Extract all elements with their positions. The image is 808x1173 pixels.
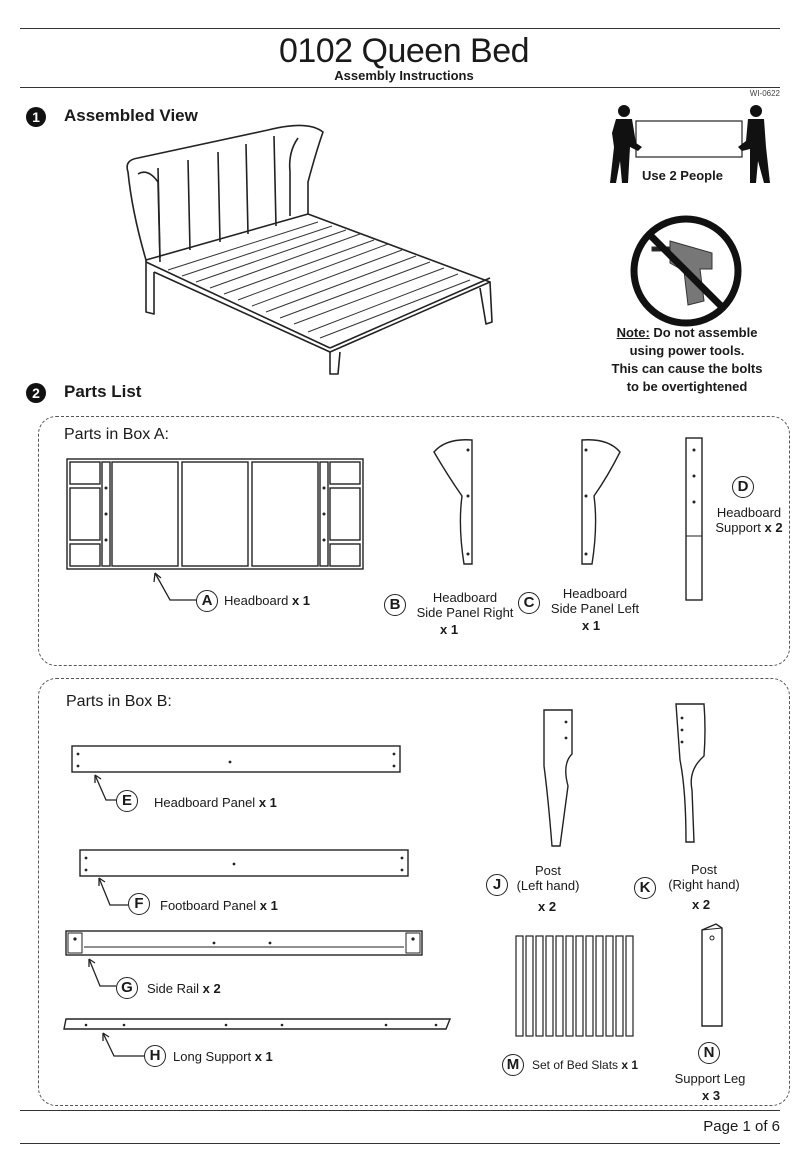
footer-rule-top: [20, 1110, 780, 1111]
part-d-label: Headboard Support x 2: [715, 505, 783, 535]
note-line-2: using power tools.: [629, 343, 745, 358]
part-h-label: Long Support x 1: [173, 1049, 273, 1064]
part-n-qty: x 3: [702, 1088, 721, 1103]
part-j-qty: x 2: [538, 899, 557, 914]
part-a-label: Headboard x 1: [224, 593, 311, 608]
box-a-frame: [38, 416, 790, 666]
side-rail-leader: [88, 958, 116, 987]
bed-slats-drawing: [515, 935, 634, 1037]
part-c-qty: x 1: [582, 618, 601, 633]
step-1-badge: 1: [26, 107, 46, 127]
headboard-part-drawing: [66, 458, 364, 570]
post-right-hand-drawing: [675, 703, 706, 843]
part-letter-n: N: [698, 1042, 720, 1064]
box-b-label: Parts in Box B:: [66, 693, 172, 710]
header-rule: [20, 87, 780, 88]
part-n-label: Support Leg: [674, 1071, 746, 1086]
part-letter-k: K: [634, 877, 656, 899]
part-letter-h: H: [144, 1045, 166, 1067]
support-leg-drawing: [701, 923, 723, 1027]
long-support-leader: [102, 1032, 144, 1057]
document-title: 0102 Queen Bed: [278, 32, 530, 70]
part-letter-a: A: [196, 590, 218, 612]
part-letter-j: J: [486, 874, 508, 896]
top-rule: [20, 28, 780, 29]
part-k-qty: x 2: [692, 897, 711, 912]
page-number: Page 1 of 6: [703, 1118, 780, 1135]
part-m-label: Set of Bed Slats x 1: [532, 1058, 639, 1072]
post-left-hand-drawing: [543, 709, 573, 847]
side-panel-right-drawing: [433, 439, 473, 565]
note-line-1: Do not assemble: [653, 325, 758, 340]
section-assembled-view-title: Assembled View: [64, 106, 198, 125]
side-panel-left-drawing: [581, 439, 621, 565]
part-e-label: Headboard Panel x 1: [154, 795, 277, 810]
part-k-label: Post (Right hand): [668, 862, 740, 892]
footer-rule-bottom: [20, 1143, 780, 1144]
part-j-label: Post (Left hand): [516, 863, 580, 893]
part-b-label: Headboard Side Panel Right: [416, 590, 514, 620]
part-letter-d: D: [732, 476, 754, 498]
part-letter-f: F: [128, 893, 150, 915]
footboard-panel-drawing: [79, 849, 409, 877]
no-power-tools-icon: [630, 215, 742, 327]
part-letter-e: E: [116, 790, 138, 812]
box-a-label: Parts in Box A:: [64, 426, 169, 443]
assembled-bed-illustration: [126, 124, 493, 375]
step-2-badge: 2: [26, 383, 46, 403]
headboard-support-drawing: [685, 437, 703, 601]
long-support-drawing: [63, 1018, 452, 1030]
headboard-panel-drawing: [71, 745, 401, 773]
box-b-frame: [38, 678, 790, 1106]
section-parts-list-title: Parts List: [64, 382, 142, 401]
people-label: Use 2 People: [642, 168, 723, 183]
two-people-icon: [610, 105, 770, 183]
part-g-label: Side Rail x 2: [147, 981, 221, 996]
part-letter-c: C: [518, 592, 540, 614]
part-c-label: Headboard Side Panel Left: [550, 586, 640, 616]
document-code: WI-0622: [749, 89, 780, 98]
note-heading: Note:: [616, 325, 650, 340]
part-letter-b: B: [384, 594, 406, 616]
headboard-leader-line: [153, 572, 198, 601]
part-f-label: Footboard Panel x 1: [160, 898, 278, 913]
footboard-panel-leader: [98, 877, 128, 906]
part-b-qty: x 1: [440, 622, 459, 637]
power-tools-note: Note: Do not assemble using power tools.…: [596, 324, 778, 396]
side-rail-drawing: [65, 930, 423, 956]
document-subtitle: Assembly Instructions: [334, 68, 474, 83]
part-letter-g: G: [116, 977, 138, 999]
note-line-4: to be overtightened: [626, 379, 748, 394]
note-line-3: This can cause the bolts: [611, 361, 763, 376]
part-letter-m: M: [502, 1054, 524, 1076]
